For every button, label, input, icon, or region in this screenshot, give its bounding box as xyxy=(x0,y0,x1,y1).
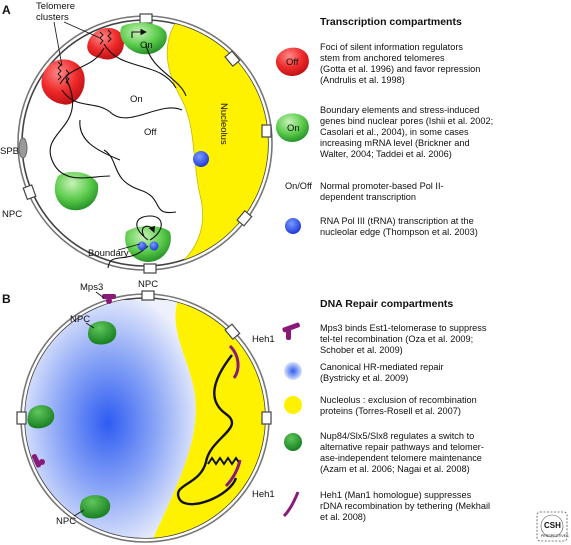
boundary-dot-icon xyxy=(137,241,147,251)
legend-a-item-4: RNA Pol III (tRNA) transcription at the … xyxy=(320,216,478,237)
boundary-dot-icon xyxy=(149,241,159,251)
legend-heh1-icon xyxy=(282,491,300,518)
legend-a3-line1: Normal promoter-based Pol II- xyxy=(320,181,444,191)
legend-on-badge-icon xyxy=(275,113,309,142)
npc-bottom-label-b: NPC xyxy=(56,516,76,527)
legend-b2-line2: (Bystricky et al. 2009) xyxy=(320,373,408,383)
mps3-top-icon xyxy=(102,294,116,304)
legend-b-item-1: Mps3 binds Est1-telomerase to suppress t… xyxy=(320,323,487,355)
legend-a4-line2: nucleolar edge (Thompson et al. 2003) xyxy=(320,227,478,237)
legend-a-item-1: Foci of silent information regulators st… xyxy=(320,42,480,85)
on-label-middle: On xyxy=(130,94,143,105)
legend-b-item-4: Nup84/Slx5/Slx8 regulates a switch to al… xyxy=(320,431,484,474)
spb-icon xyxy=(18,137,28,159)
legend-a1-line4: (Andrulis et al. 1998) xyxy=(320,75,405,85)
legend-b4-line2: alternative repair pathways and telomer- xyxy=(320,442,484,452)
npc-bottom-label: NPC xyxy=(138,279,158,290)
off-focus-top-icon xyxy=(87,27,124,60)
npc-gaps-a xyxy=(22,13,272,274)
on-focus-top-icon xyxy=(120,22,167,55)
hr-repair-zone xyxy=(25,300,196,538)
telomere-clusters-line2: clusters xyxy=(36,12,69,23)
legend-a2-line4: increasing mRNA level (Brickner and xyxy=(320,138,470,148)
legend-b5-line3: et al. 2008) xyxy=(320,512,366,522)
legend-b2-line1: Canonical HR-mediated repair xyxy=(320,362,444,372)
logo-line2: PERSPECTIVES xyxy=(541,534,569,538)
heh1-bottom-icon xyxy=(224,459,242,488)
legend-b1-line2: tel-tel recombination (Oza et al. 2009; xyxy=(320,334,473,344)
csh-perspectives-logo: CSH PERSPECTIVES xyxy=(536,511,569,542)
legend-a-item-2: Boundary elements and stress-induced gen… xyxy=(320,105,493,159)
legend-b-item-5: Heh1 (Man1 homologue) suppresses rDNA re… xyxy=(320,490,490,522)
legend-off-badge-text: Off xyxy=(286,57,299,68)
nup84-complex-left-icon xyxy=(27,405,55,429)
legend-b1-line1: Mps3 binds Est1-telomerase to suppress xyxy=(320,323,487,333)
legend-nup84-icon xyxy=(284,433,302,451)
legend-a3-line2: dependent transcription xyxy=(320,192,416,202)
mps3-left-icon xyxy=(31,454,45,468)
on-label-top: On xyxy=(140,40,153,51)
pol3-dot-icon xyxy=(193,151,209,167)
panel-a-letter: A xyxy=(2,3,11,17)
legend-pol3-dot-icon xyxy=(285,218,301,234)
legend-b1-line3: Schober et al. 2009) xyxy=(320,345,403,355)
legend-a1-line2: stem from anchored telomeres xyxy=(320,53,445,63)
panel-a-title: Transcription compartments xyxy=(320,16,462,28)
transcription-arrow-top xyxy=(131,28,148,38)
npc-bottom-pointer xyxy=(73,509,85,517)
transcription-arrow-bottom xyxy=(141,225,156,237)
legend-hr-repair-icon xyxy=(284,362,302,380)
heh1-top-icon xyxy=(228,344,240,379)
panel-b-title: DNA Repair compartments xyxy=(320,298,453,310)
legend-off-badge-icon xyxy=(275,47,309,76)
mps3-pointer xyxy=(95,291,105,299)
telomere-clusters-line1: Telomere xyxy=(36,1,75,12)
chromatin-strands-a xyxy=(49,43,187,269)
legend-b3-line1: Nucleolus : exclusion of recombination xyxy=(320,395,477,405)
off-label-middle: Off xyxy=(144,127,157,138)
legend-b5-line1: Heh1 (Man1 homologue) suppresses xyxy=(320,490,472,500)
legend-b-item-3: Nucleolus : exclusion of recombination p… xyxy=(320,395,477,416)
legend-b4-line4: (Azam et al. 2006; Nagai et al. 2008) xyxy=(320,464,470,474)
nucleolus-label: Nucleolus xyxy=(218,103,229,145)
npc-left-label: NPC xyxy=(2,209,22,220)
legend-a1-line1: Foci of silent information regulators xyxy=(320,42,463,52)
telomere-pointer xyxy=(63,21,101,39)
logo-line1: CSH xyxy=(544,521,561,530)
spb-label: SPB xyxy=(0,146,19,157)
rdna-coil xyxy=(207,456,241,466)
legend-on-badge-text: On xyxy=(287,123,300,134)
legend-mps3-icon xyxy=(282,322,300,340)
legend-a2-line2: genes bind nuclear pores (Ishii et al. 2… xyxy=(320,116,493,126)
legend-b-item-2: Canonical HR-mediated repair (Bystricky … xyxy=(320,362,444,383)
boundary-pointer xyxy=(117,243,141,251)
npc-gaps-b xyxy=(16,290,272,425)
panel-b-letter: B xyxy=(2,292,11,306)
legend-b4-line3: ase-independent telomere maintenance xyxy=(320,453,482,463)
heh1-top-label: Heh1 xyxy=(252,334,275,345)
legend-a2-line5: Walter, 2004; Taddei et al. 2006) xyxy=(320,149,452,159)
legend-onoff-badge: On/Off xyxy=(285,181,312,191)
legend-a2-line1: Boundary elements and stress-induced xyxy=(320,105,479,115)
npc-top-pointer xyxy=(85,322,95,329)
legend-b4-line1: Nup84/Slx5/Slx8 regulates a switch to xyxy=(320,431,474,441)
legend-b3-line2: proteins (Torres-Rosell et al. 2007) xyxy=(320,406,461,416)
legend-a-item-3: Normal promoter-based Pol II- dependent … xyxy=(320,181,444,202)
npc-top-label-b: NPC xyxy=(70,314,90,325)
on-focus-left-icon xyxy=(54,171,99,211)
legend-b5-line2: rDNA recombination by tethering (Mekhail xyxy=(320,501,490,511)
nup84-complex-top-icon xyxy=(88,321,117,345)
legend-nucleolus-icon xyxy=(284,396,302,414)
on-focus-bottom-icon xyxy=(125,226,171,262)
boundary-label: Boundary xyxy=(88,248,129,259)
legend-a1-line3: (Gotta et al. 1996) and favor repression xyxy=(320,64,480,74)
nup84-complex-bottom-icon xyxy=(80,495,111,519)
mps3-label: Mps3 xyxy=(80,282,103,293)
rdna-strand xyxy=(176,354,238,506)
legend-a4-line1: RNA Pol III (tRNA) transcription at the xyxy=(320,216,474,226)
legend-a2-line3: Casolari et al., 2004), in some cases xyxy=(320,127,469,137)
heh1-bottom-label: Heh1 xyxy=(252,489,275,500)
telomere-pointer xyxy=(53,21,63,67)
